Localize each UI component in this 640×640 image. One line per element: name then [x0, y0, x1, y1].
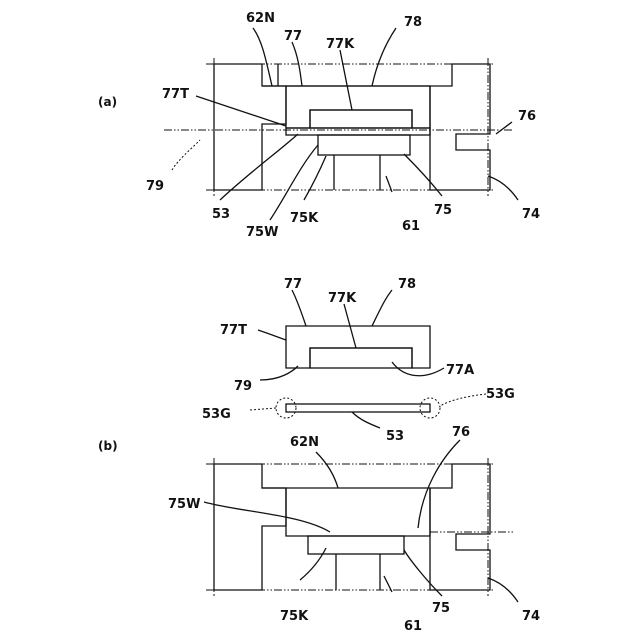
- panel-a: (a) 62N 77 77K 78 77T 76 79 53 75W 75K 6…: [98, 11, 540, 240]
- cap-77-b: [286, 326, 430, 368]
- label-74-a: 74: [522, 207, 540, 222]
- label-62N-b: 62N: [290, 435, 319, 450]
- housing-b: [214, 464, 490, 590]
- label-75K-b: 75K: [280, 609, 309, 624]
- label-53-a: 53: [212, 207, 230, 222]
- label-75K-a: 75K: [290, 211, 319, 226]
- centerlines-a: [164, 58, 514, 196]
- centerlines-b: [206, 458, 514, 596]
- component-75-b: [308, 536, 404, 590]
- label-62N-a: 62N: [246, 11, 275, 26]
- label-75W-a: 75W: [246, 225, 278, 240]
- film-53-a: [286, 128, 430, 135]
- label-77K-a: 77K: [326, 37, 355, 52]
- label-78-b: 78: [398, 277, 416, 292]
- label-76-a: 76: [518, 109, 536, 124]
- label-77-b: 77: [284, 277, 302, 292]
- panel-label-a: (a): [98, 95, 117, 109]
- label-77A-b: 77A: [446, 363, 474, 378]
- label-79-a: 79: [146, 179, 164, 194]
- label-77K-b: 77K: [328, 291, 357, 306]
- label-53G-left-b: 53G: [202, 407, 231, 422]
- label-77T-a: 77T: [162, 87, 189, 102]
- label-78-a: 78: [404, 15, 422, 30]
- housing-a: [214, 64, 490, 190]
- label-61-a: 61: [402, 219, 420, 234]
- label-77-a: 77: [284, 29, 302, 44]
- label-76-b: 76: [452, 425, 470, 440]
- component-75-a: [318, 135, 410, 190]
- label-75-b: 75: [432, 601, 450, 616]
- leaders-a: [172, 28, 518, 220]
- panel-b: (b) 77 78 77K 77T 79 77A 53G 53G 53 62N …: [98, 277, 540, 634]
- cap-77-a: [286, 86, 430, 128]
- label-79-b: 79: [234, 379, 252, 394]
- label-75W-b: 75W: [168, 497, 200, 512]
- film-53-b: [276, 398, 440, 418]
- label-77T-b: 77T: [220, 323, 247, 338]
- label-53-b: 53: [386, 429, 404, 444]
- panel-label-b: (b): [98, 439, 118, 453]
- label-61-b: 61: [404, 619, 422, 634]
- label-75-a: 75: [434, 203, 452, 218]
- leaders-b: [204, 290, 518, 602]
- label-74-b: 74: [522, 609, 540, 624]
- label-53G-right-b: 53G: [486, 387, 515, 402]
